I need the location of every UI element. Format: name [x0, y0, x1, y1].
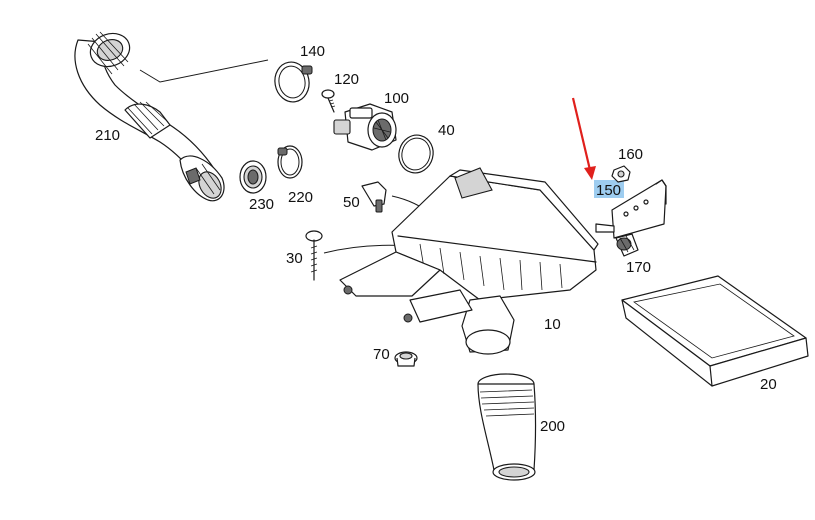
- part-140-hose-clamp[interactable]: [272, 59, 313, 104]
- label-140: 140: [300, 43, 325, 60]
- part-210-intake-hose[interactable]: [74, 28, 226, 202]
- highlight-arrow: [571, 97, 596, 180]
- part-10-filter-housing[interactable]: [339, 167, 599, 355]
- label-150: 150: [596, 182, 621, 199]
- label-200: 200: [540, 418, 565, 435]
- part-160-nut[interactable]: [611, 165, 631, 183]
- label-50: 50: [343, 194, 360, 211]
- label-100: 100: [384, 90, 409, 107]
- label-230: 230: [249, 196, 274, 213]
- label-40: 40: [438, 122, 455, 139]
- label-70: 70: [373, 346, 390, 363]
- label-150-highlight: [594, 180, 624, 198]
- part-20-filter-element[interactable]: [621, 275, 809, 387]
- part-150-bracket[interactable]: [595, 179, 667, 239]
- part-50-sensor[interactable]: [361, 181, 387, 213]
- label-30: 30: [286, 250, 303, 267]
- label-170: 170: [626, 259, 651, 276]
- part-40-seal-ring[interactable]: [395, 131, 438, 177]
- label-220: 220: [288, 189, 313, 206]
- label-10: 10: [544, 316, 561, 333]
- leader-140: [139, 59, 269, 83]
- label-120: 120: [334, 71, 359, 88]
- part-220-clamp[interactable]: [277, 145, 303, 179]
- part-200-lower-duct[interactable]: [477, 373, 537, 481]
- label-210: 210: [95, 127, 120, 144]
- part-120-screw[interactable]: [321, 89, 336, 113]
- part-30-bolt[interactable]: [305, 230, 323, 281]
- label-20: 20: [760, 376, 777, 393]
- label-160: 160: [618, 146, 643, 163]
- part-230-grommet[interactable]: [239, 160, 267, 194]
- part-70-rubber-mount[interactable]: [394, 351, 418, 367]
- part-100-air-mass-sensor[interactable]: [333, 103, 397, 151]
- part-170-damper[interactable]: [615, 233, 639, 257]
